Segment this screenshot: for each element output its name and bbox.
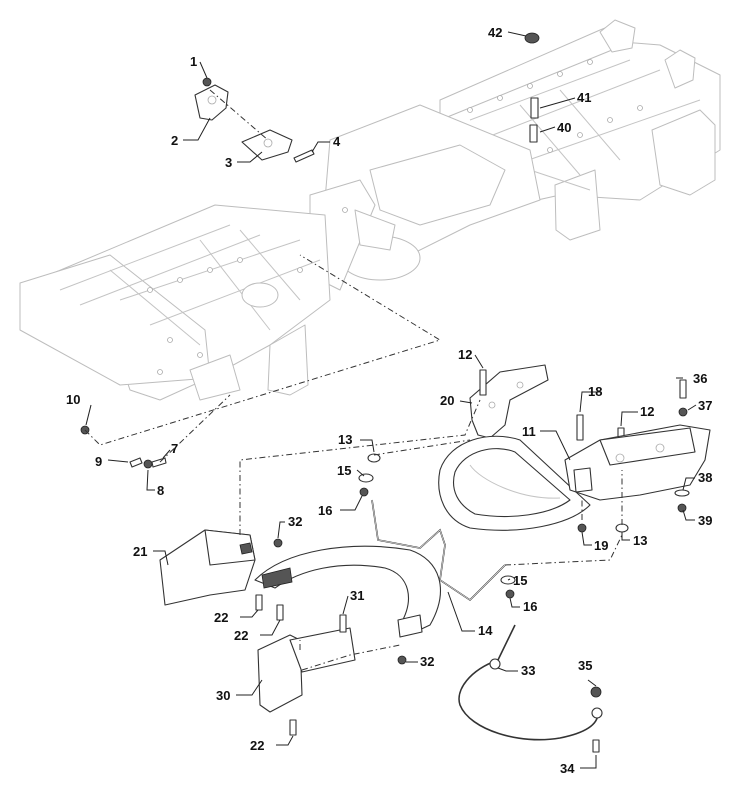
- callout-3: 3: [225, 155, 232, 170]
- flap-part-30: [257, 634, 303, 713]
- nut-part-32-a: [273, 538, 283, 548]
- callout-14: 14: [478, 623, 493, 638]
- washer-part-13-a: [615, 523, 629, 533]
- callout-16-b: 16: [523, 599, 537, 614]
- screw-part-4: [293, 149, 315, 163]
- washer-part-15-a: [358, 473, 374, 483]
- callout-19: 19: [594, 538, 608, 553]
- callout-42: 42: [488, 25, 502, 40]
- callout-15-a: 15: [337, 463, 351, 478]
- nut-part-32-b: [397, 655, 407, 665]
- screw-part-22-a: [255, 594, 263, 611]
- callout-13-b: 13: [633, 533, 647, 548]
- bolt-part-12-a: [479, 369, 487, 396]
- washer-part-13-b: [367, 453, 381, 463]
- nut-part-1: [202, 77, 212, 87]
- callout-40: 40: [557, 120, 571, 135]
- callout-31: 31: [350, 588, 364, 603]
- callout-11: 11: [522, 424, 536, 439]
- callout-9: 9: [95, 454, 102, 469]
- bracket-part-20: [469, 364, 549, 439]
- callout-32-b: 32: [420, 654, 434, 669]
- leader-lines: [85, 31, 697, 769]
- callout-8: 8: [157, 483, 164, 498]
- callout-12-b: 12: [640, 404, 654, 419]
- callout-7: 7: [171, 441, 178, 456]
- pin-part-41: [530, 97, 539, 119]
- callout-13-a: 13: [338, 432, 352, 447]
- callout-1: 1: [190, 54, 197, 69]
- callout-4: 4: [333, 134, 341, 149]
- callout-37: 37: [698, 398, 712, 413]
- assembly-lines: [84, 89, 623, 671]
- callout-22-a: 22: [214, 610, 228, 625]
- bolt-part-18: [576, 414, 584, 441]
- callout-20: 20: [440, 393, 454, 408]
- callout-39: 39: [698, 513, 712, 528]
- cap-part-42: [524, 32, 540, 44]
- nut-part-39: [677, 503, 687, 513]
- callout-38: 38: [698, 470, 712, 485]
- callout-36: 36: [693, 371, 707, 386]
- callout-21: 21: [133, 544, 147, 559]
- nut-part-35: [590, 686, 602, 698]
- callout-22-c: 22: [250, 738, 264, 753]
- nut-part-16-b: [505, 589, 515, 599]
- bolt-part-34: [592, 739, 600, 753]
- deflector-body: [254, 545, 441, 633]
- washer-part-37: [678, 407, 688, 417]
- cable-part-33: [458, 624, 603, 741]
- clip-part-9: [129, 457, 143, 468]
- washer-part-8: [143, 459, 153, 469]
- bolt-part-36: [679, 379, 687, 399]
- callout-18: 18: [588, 384, 602, 399]
- washer-part-38: [674, 489, 690, 497]
- chassis-frame: [19, 19, 721, 401]
- nut-part-19: [577, 523, 587, 533]
- callout-32-a: 32: [288, 514, 302, 529]
- callout-10: 10: [66, 392, 80, 407]
- callout-12-a: 12: [458, 347, 472, 362]
- bolt-part-7: [151, 457, 167, 468]
- screw-part-22-c: [289, 719, 297, 736]
- callout-22-b: 22: [234, 628, 248, 643]
- callout-33: 33: [521, 663, 535, 678]
- callout-16-a: 16: [318, 503, 332, 518]
- callout-labels: 1 2 3 4 7 8 9 10 11 12 12 13 13 14 15 15…: [66, 25, 712, 776]
- pin-part-40: [529, 124, 538, 143]
- callout-41: 41: [577, 90, 591, 105]
- callout-30: 30: [216, 688, 230, 703]
- nut-part-16-a: [359, 487, 369, 497]
- callout-35: 35: [578, 658, 592, 673]
- callout-34: 34: [560, 761, 575, 776]
- bolt-part-31: [339, 614, 347, 633]
- callout-15-b: 15: [513, 573, 527, 588]
- callout-2: 2: [171, 133, 178, 148]
- rod-part-14: [371, 499, 506, 602]
- screw-part-22-b: [276, 604, 284, 621]
